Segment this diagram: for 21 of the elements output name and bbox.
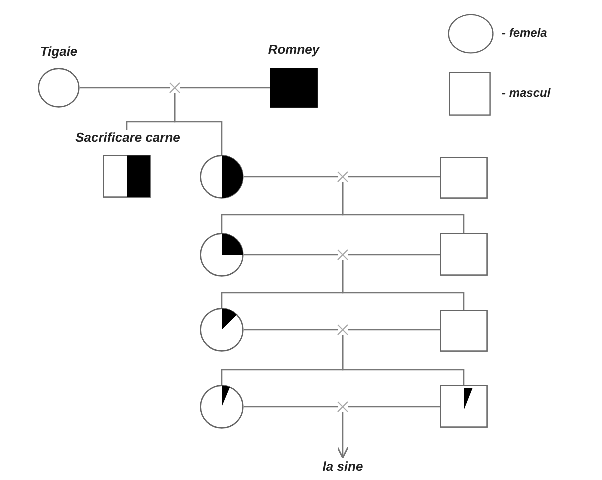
breed-label: Tigaie [39,44,79,60]
legend-label: - mascul [502,86,551,100]
pedigree-line [180,87,270,89]
breed-label: Romney [267,42,321,58]
pedigree-line [342,260,465,310]
end-label: la sine [293,458,393,476]
pedigree-line [342,182,465,233]
pedigree-line [244,329,338,331]
note-label: Sacrificare carne [74,130,182,146]
arrow [337,412,349,459]
pedigree-line [174,93,223,155]
pedigree-line [348,254,440,256]
pedigree-line [348,406,440,408]
pedigree-line [244,254,338,256]
pedigree-line [348,176,440,178]
pedigree-line [80,87,170,89]
pedigree-line [348,329,440,331]
pedigree-line [244,406,338,408]
legend-label: - femela [502,26,548,40]
pedigree-line [244,176,338,178]
pedigree-line [342,335,465,385]
